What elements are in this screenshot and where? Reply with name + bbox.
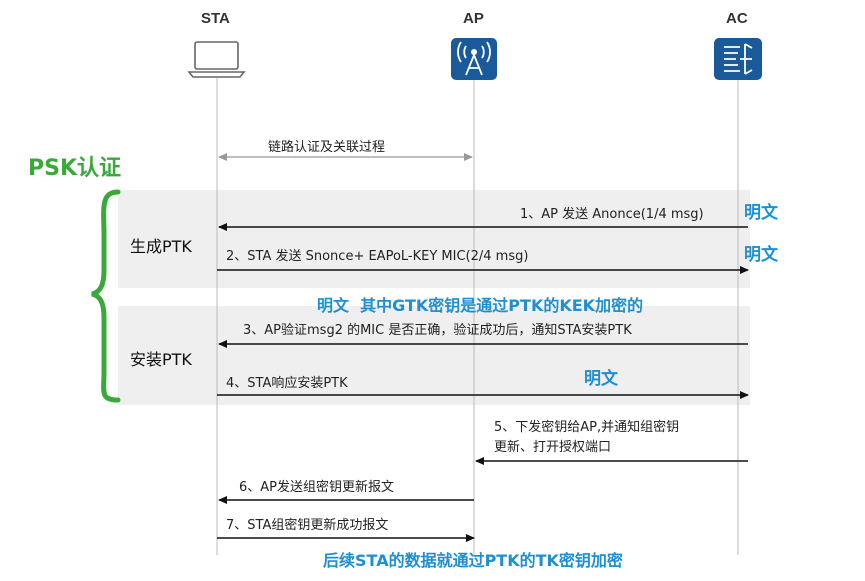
entity-ac-label: AC <box>726 10 748 27</box>
note-plaintext-3: 明文 <box>584 369 618 389</box>
note-final-encryption: 后续STA的数据就通过PTK的TK密钥加密 <box>323 551 623 570</box>
entity-sta-label: STA <box>201 10 230 27</box>
msg-5-line2: 更新、打开授权端口 <box>494 440 612 455</box>
phase-band-install <box>118 306 750 405</box>
phase-install-label: 安装PTK <box>130 350 192 369</box>
msg-link: 链路认证及关联过程 <box>268 140 386 155</box>
psk-brace <box>91 189 121 403</box>
entity-ap-label: AP <box>463 10 484 27</box>
note-plaintext-2: 明文 <box>744 245 778 265</box>
msg-2: 2、STA 发送 Snonce+ EAPoL-KEY MIC(2/4 msg) <box>226 249 529 264</box>
phase-generate-label: 生成PTK <box>130 237 192 256</box>
access-point-icon <box>451 38 497 80</box>
msg-6: 6、AP发送组密钥更新报文 <box>239 480 395 495</box>
access-controller-icon <box>714 38 762 80</box>
msg-7: 7、STA组密钥更新成功报文 <box>226 518 389 533</box>
psk-auth-label: PSK认证 <box>28 156 122 181</box>
note-gtk-encryption: 明文 其中GTK密钥是通过PTK的KEK加密的 <box>317 296 644 315</box>
msg-3: 3、AP验证msg2 的MIC 是否正确，验证成功后，通知STA安装PTK <box>243 323 632 338</box>
msg-1: 1、AP 发送 Anonce(1/4 msg) <box>520 207 704 222</box>
msg-5-line1: 5、下发密钥给AP,并通知组密钥 <box>494 420 680 435</box>
note-plaintext-1: 明文 <box>744 203 778 223</box>
laptop-icon <box>187 41 246 78</box>
phase-band-generate <box>118 190 750 288</box>
msg-4: 4、STA响应安装PTK <box>226 376 348 391</box>
